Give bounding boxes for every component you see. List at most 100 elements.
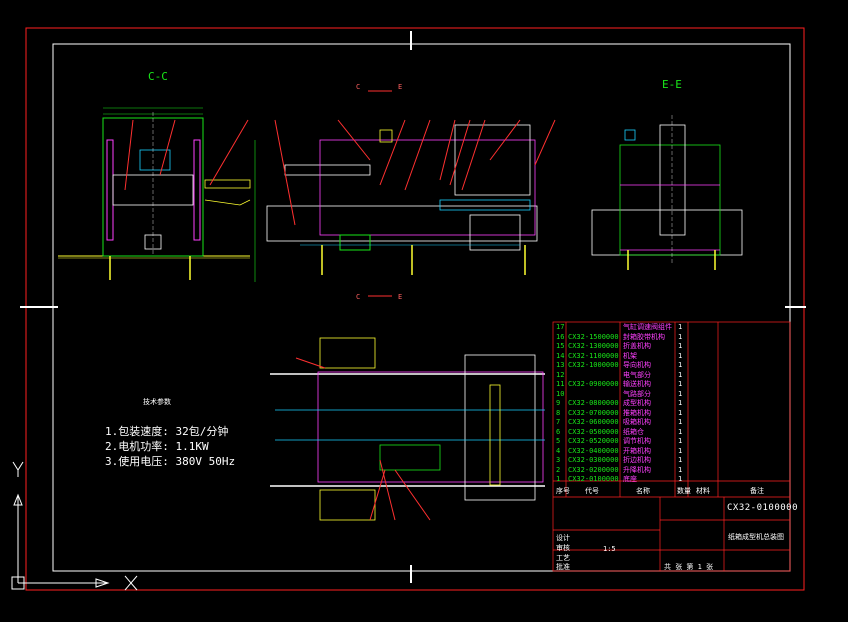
bom-cell-no: 3 bbox=[556, 456, 561, 464]
centering-marks bbox=[20, 31, 806, 583]
scale-value: 1:5 bbox=[603, 545, 616, 553]
bom-header-no: 序号 bbox=[556, 487, 570, 495]
bom-cell-name: 电气部分 bbox=[623, 370, 651, 379]
bom-cell-qty: 1 bbox=[678, 323, 683, 331]
sheet-info: 共 张 第 1 张 bbox=[664, 563, 714, 571]
notes-title: 技术参数 bbox=[143, 398, 171, 406]
bom-cell-qty: 1 bbox=[678, 446, 683, 455]
section-mark-e-top: E bbox=[398, 83, 403, 91]
section-cc-label: C-C bbox=[148, 70, 168, 83]
bom-header-material: 材料 bbox=[696, 487, 710, 495]
bom-cell-name: 升降机构 bbox=[623, 465, 651, 474]
bom-cell-name: 机架 bbox=[623, 351, 637, 360]
bom-cell-no: 14 bbox=[556, 351, 565, 360]
bom-cell-qty: 1 bbox=[678, 427, 683, 436]
bom-cell-code: CX32-0520000 bbox=[568, 437, 619, 445]
bom-cell-qty: 1 bbox=[678, 456, 683, 464]
bom-cell-qty: 1 bbox=[678, 361, 683, 369]
tb-process: 工艺 bbox=[556, 554, 570, 562]
notes-line: 2.电机功率: 1.1KW bbox=[105, 440, 209, 453]
bom-cell-code: CX32-0400000 bbox=[568, 446, 619, 455]
bom-cell-name: 气缸调速阀组件 bbox=[623, 323, 672, 331]
bom-cell-no: 12 bbox=[556, 370, 565, 379]
bom-cell-name: 调节机构 bbox=[623, 437, 651, 445]
bom-cell-no: 7 bbox=[556, 418, 561, 426]
bom-cell-code: CX32-1000000 bbox=[568, 361, 619, 369]
bom-cell-qty: 1 bbox=[678, 475, 683, 483]
tb-approve: 批准 bbox=[556, 563, 570, 571]
drawing-code: CX32-0100000 bbox=[727, 503, 799, 513]
bom-header-note: 备注 bbox=[750, 487, 764, 495]
bom-cell-qty: 1 bbox=[678, 370, 683, 379]
bom-cell-name: 推箱机构 bbox=[623, 408, 651, 417]
bom-row: 10 气路部分 1 bbox=[555, 390, 789, 398]
bom-cell-no: 6 bbox=[556, 427, 561, 436]
bom-cell-qty: 1 bbox=[678, 332, 683, 341]
bom-cell-no: 4 bbox=[556, 446, 561, 455]
bom-cell-name: 折盖机构 bbox=[623, 342, 651, 350]
bom-cell-code: CX32-0100000 bbox=[568, 475, 619, 483]
bom-cell-qty: 1 bbox=[678, 351, 683, 360]
section-mark-c-bottom: C bbox=[356, 293, 361, 301]
bom-cell-qty: 1 bbox=[678, 465, 683, 474]
drawing-name: 纸箱成型机总装图 bbox=[728, 533, 784, 541]
technical-notes: 技术参数 1.包装速度: 32包/分钟 2.电机功率: 1.1KW 3.使用电压… bbox=[105, 395, 235, 469]
bom-row: 1 CX32-0100000 底座 1 bbox=[555, 475, 789, 483]
bom-cell-no: 15 bbox=[556, 342, 565, 350]
bom-cell-name: 纸箱仓 bbox=[623, 427, 644, 436]
bom-cell-no: 10 bbox=[556, 389, 565, 398]
bom-header-qty: 数量 bbox=[677, 487, 691, 495]
bom-header-code: 代号 bbox=[585, 487, 599, 495]
view-plan-geometry bbox=[270, 337, 545, 521]
bom-cell-no: 9 bbox=[556, 399, 561, 407]
bom-cell-no: 2 bbox=[556, 465, 561, 474]
section-mark-e-bottom: E bbox=[398, 293, 403, 301]
bom-cell-qty: 1 bbox=[678, 408, 683, 417]
bom-cell-qty: 1 bbox=[678, 389, 683, 398]
bom-cell-name: 折边机构 bbox=[623, 456, 651, 464]
bom-row: 12 电气部分 1 bbox=[555, 371, 789, 379]
bom-cell-code: CX32-0800000 bbox=[568, 399, 619, 407]
bom-cell-name: 封箱胶带机构 bbox=[623, 332, 665, 341]
bom-cell-qty: 1 bbox=[678, 342, 683, 350]
bom-cell-name: 成型机构 bbox=[623, 399, 651, 407]
bom-cell-no: 8 bbox=[556, 408, 561, 417]
bom-cell-code: CX32-0900000 bbox=[568, 380, 619, 388]
bom-cell-no: 1 bbox=[556, 475, 561, 483]
bom-cell-code: CX32-1500000 bbox=[568, 332, 619, 341]
bom-cell-qty: 1 bbox=[678, 380, 683, 388]
notes-line: 1.包装速度: 32包/分钟 bbox=[105, 425, 229, 438]
section-mark-c-top: C bbox=[356, 83, 361, 91]
bom-cell-code: CX32-1100000 bbox=[568, 351, 619, 360]
view-cc-geometry bbox=[58, 107, 251, 280]
bom-cell-no: 11 bbox=[556, 380, 565, 388]
bom-cell-qty: 1 bbox=[678, 399, 683, 407]
bom-row: 9 CX32-0800000 成型机构 1 bbox=[555, 399, 789, 407]
bom-cell-code: CX32-1300000 bbox=[568, 342, 619, 350]
bom-row: 4 CX32-0400000 开箱机构 1 bbox=[555, 447, 789, 455]
bom-cell-qty: 1 bbox=[678, 418, 683, 426]
bom-cell-name: 气路部分 bbox=[623, 389, 651, 398]
bom-cell-code: CX32-0200000 bbox=[568, 465, 619, 474]
bom-cell-name: 开箱机构 bbox=[623, 446, 651, 455]
view-main-geometry bbox=[254, 90, 556, 297]
bom-cell-name: 吸箱机构 bbox=[623, 418, 651, 426]
bom-cell-no: 13 bbox=[556, 361, 565, 369]
section-ee-label: E-E bbox=[662, 78, 682, 91]
bom-cell-name: 底座 bbox=[623, 475, 637, 483]
bom-cell-code: CX32-0500000 bbox=[568, 427, 619, 436]
bom-row: 6 CX32-0500000 纸箱仓 1 bbox=[555, 428, 789, 436]
